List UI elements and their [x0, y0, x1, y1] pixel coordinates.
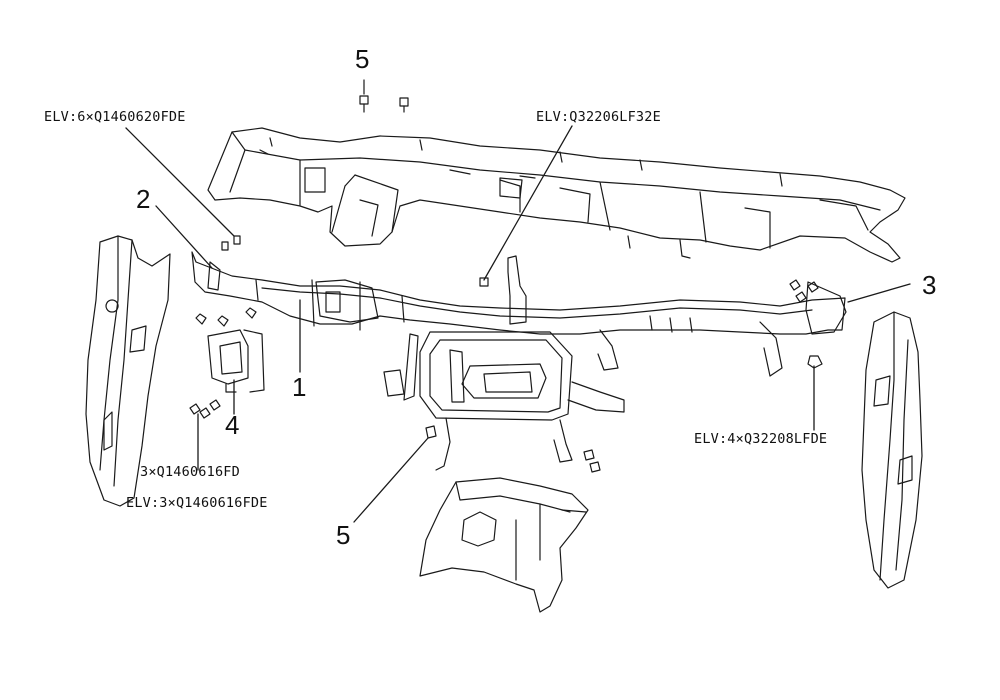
upper-cowl-panel [207, 127, 906, 263]
part-number-5-bottom: 5 [336, 520, 351, 550]
floor-tunnel-bracket [419, 477, 589, 613]
part-number-2: 2 [136, 184, 151, 214]
callout-bolt-left-low-a: 3×Q1460616FD [140, 464, 240, 480]
callout-bolt-left-top: ELV:6×Q1460620FDE [44, 109, 186, 125]
part-number-4: 4 [225, 410, 240, 440]
center-support-bracket [383, 331, 625, 471]
leader-lines [125, 125, 911, 523]
right-side-panel [861, 311, 923, 589]
left-side-panel [85, 235, 171, 507]
callout-bolt-right: ELV:4×Q32208LFDE [694, 431, 828, 447]
loose-fasteners [189, 235, 823, 473]
top-bolts [359, 79, 409, 113]
callout-bolt-left-low-b: ELV:3×Q1460616FDE [126, 495, 268, 511]
part-number-5-top: 5 [355, 44, 370, 74]
callout-bolt-center-top: ELV:Q32206LF32E [536, 109, 661, 125]
part-number-1: 1 [292, 372, 307, 402]
left-mounting-bracket [195, 307, 265, 393]
cross-car-beam [191, 251, 847, 377]
part-number-3: 3 [922, 270, 937, 300]
